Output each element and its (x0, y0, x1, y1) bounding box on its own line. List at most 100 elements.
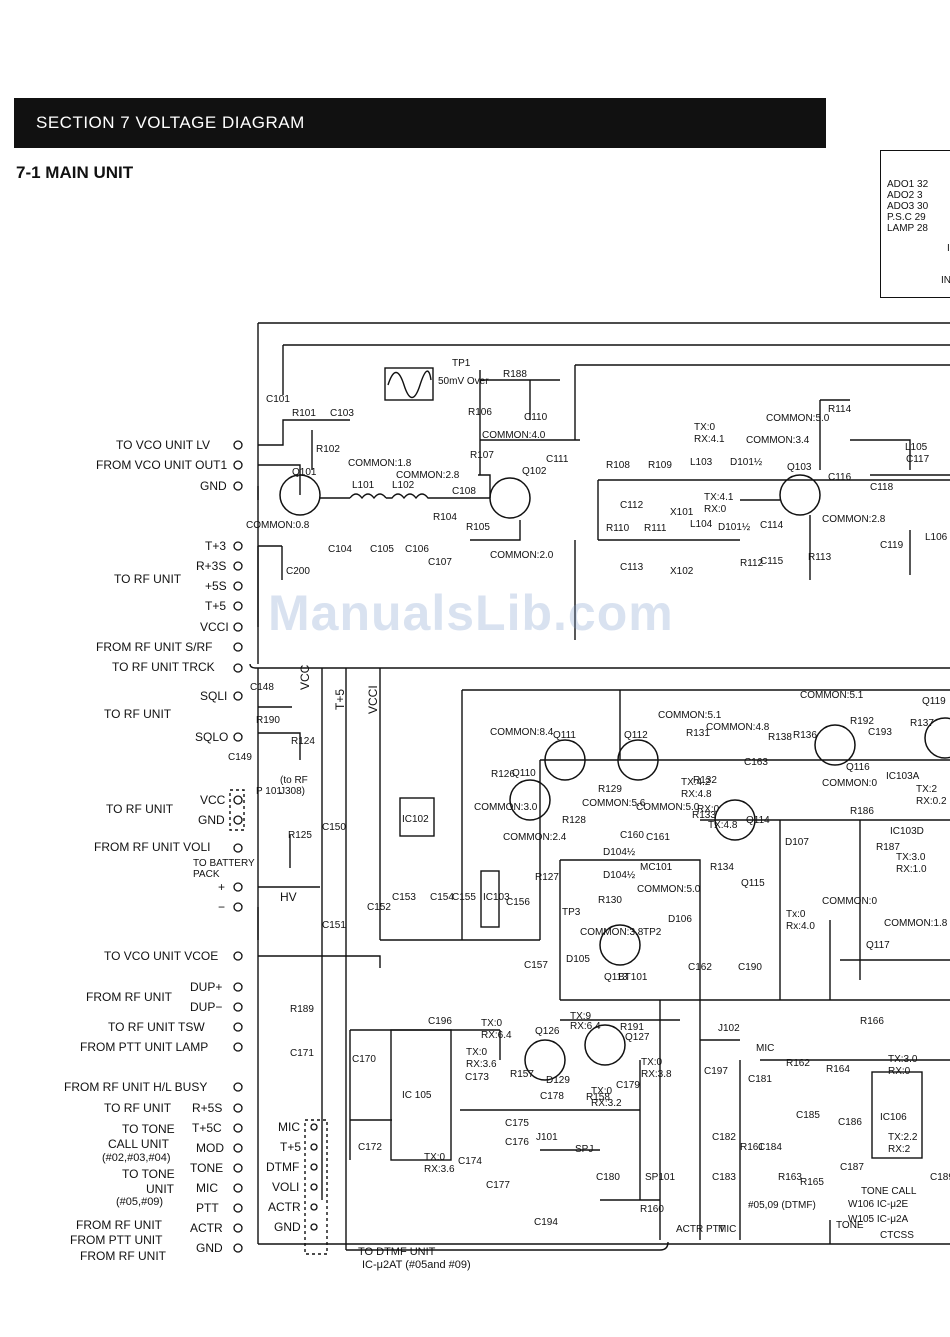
label-ic103a: IC103A (886, 771, 920, 782)
legend-line: ADO2 3 (887, 190, 923, 201)
voltage-r129-common: COMMON:5.6 (582, 798, 646, 809)
label-r102: R102 (316, 444, 340, 455)
label-q103: Q103 (787, 462, 812, 473)
connector-hv: HV (280, 890, 297, 904)
label-r162: R162 (786, 1058, 810, 1069)
label-l102: L102 (392, 480, 415, 491)
voltage-c173-rx: RX:3.6 (466, 1059, 497, 1070)
label-r160: R160 (640, 1204, 664, 1215)
voltage-annotations: 50mV Over COMMON:0.8 COMMON:1.8 COMMON:2… (246, 376, 948, 1175)
label-c113: C113 (620, 562, 644, 573)
label-w106: W106 IC-μ2E (848, 1199, 909, 1210)
label-q127: Q127 (625, 1032, 650, 1043)
label-c110: C110 (524, 412, 548, 423)
label-c156: C156 (506, 897, 530, 908)
connector-voli: FROM RF UNIT VOLI (94, 840, 211, 854)
label-c184: C184 (758, 1142, 782, 1153)
label-ic103d: IC103D (890, 826, 924, 837)
voltage-l103-tx: TX:0 (694, 422, 716, 433)
label-r128: R128 (562, 815, 586, 826)
label-j102: J102 (718, 1023, 740, 1034)
label-c107: C107 (428, 557, 452, 568)
connector-busy: FROM RF UNIT H/L BUSY (64, 1080, 208, 1094)
connector-vcc: VCC (200, 793, 226, 807)
voltage-q103-common34: COMMON:3.4 (746, 435, 810, 446)
transistor-q112 (617, 739, 659, 781)
voltage-ic106-tx30: TX:3.0 (888, 1054, 918, 1065)
label-c104: C104 (328, 544, 352, 555)
label-r114: R114 (828, 404, 852, 415)
label-c194: C194 (534, 1217, 558, 1228)
voltage-ic106-rx0: RX:0 (888, 1066, 911, 1077)
subsection-title: 7-1 MAIN UNIT (16, 163, 134, 182)
label-c193: C193 (868, 727, 892, 738)
label-c182: C182 (712, 1132, 736, 1143)
connector-t3: T+3 (205, 539, 227, 553)
label-c172: C172 (358, 1142, 382, 1153)
label-mc101: MC101 (640, 862, 673, 873)
voltage-x-tx: TX:4.1 (704, 492, 734, 503)
voltage-q114-rx0: RX:0 (697, 804, 720, 815)
label-c154: C154 (430, 892, 454, 903)
label-c155: C155 (452, 892, 476, 903)
label-r163: R163 (778, 1172, 802, 1183)
legend-line: P.S.C 29 (887, 212, 926, 223)
voltage-l101-common: COMMON:1.8 (348, 458, 412, 469)
connector-sqlo: SQLO (195, 730, 229, 744)
corner-legend-box: ADO1 32 ADO2 3 ADO3 30 P.S.C 29 LAMP 28 … (880, 150, 950, 298)
label-c148: C148 (250, 682, 274, 693)
connector-trck: TO RF UNIT TRCK (112, 660, 215, 674)
label-c170: C170 (352, 1054, 376, 1065)
connector-from-rf-unit-a: FROM RF UNIT (76, 1218, 162, 1232)
transistor-q102 (489, 477, 531, 519)
voltage-q111-common: COMMON:8.4 (490, 727, 554, 738)
label-r124: R124 (291, 736, 315, 747)
voltage-q126-tx: TX:0 (481, 1018, 503, 1029)
label-c152: C152 (367, 902, 391, 913)
label-c190: C190 (738, 962, 762, 973)
label-r111: R111 (644, 523, 667, 534)
connector-t5: T+5 (205, 599, 227, 613)
connector-vcoe: TO VCO UNIT VCOE (104, 949, 219, 963)
terminals (233, 440, 318, 1253)
label-c112: C112 (620, 500, 644, 511)
label-c103: C103 (330, 408, 354, 419)
label-ctcss: CTCSS (880, 1230, 914, 1241)
label-r125: R125 (288, 830, 312, 841)
connector-group-to-rf-unit-1: TO RF UNIT (114, 572, 182, 586)
voltage-q103-common28: COMMON:2.8 (822, 514, 886, 525)
jack-mic: MIC (278, 1120, 300, 1134)
label-r161: R161 (740, 1142, 764, 1153)
label-r106: R106 (468, 407, 492, 418)
label-ic102: IC102 (402, 814, 429, 825)
transistors (279, 474, 950, 1081)
voltage-q114-rx: RX:4.8 (681, 789, 712, 800)
legend-line: ADO3 30 (887, 201, 929, 212)
connector-vcci: VCCI (200, 620, 229, 634)
label-c176: C176 (505, 1137, 529, 1148)
label-c183: C183 (712, 1172, 736, 1183)
label-c118: C118 (870, 482, 894, 493)
connector-mod: MOD (196, 1141, 224, 1155)
label-c179: C179 (616, 1080, 640, 1091)
voltage-d104-common: COMMON:5.0 (637, 884, 701, 895)
label-q110: Q110 (512, 768, 536, 779)
label-c173: C173 (465, 1072, 489, 1083)
transistor-q116 (814, 724, 856, 766)
label-c196: C196 (428, 1016, 452, 1027)
label-r109: R109 (648, 460, 672, 471)
label-d129: D129 (546, 1075, 570, 1086)
voltage-l103-rx: RX:4.1 (694, 434, 725, 445)
label-c114: C114 (760, 520, 784, 531)
label-c185: C185 (796, 1110, 820, 1121)
voltage-q116-common: COMMON:5.1 (800, 690, 864, 701)
transistor-q103 (779, 474, 821, 516)
label-q116: Q116 (846, 762, 870, 773)
transistor-q110 (509, 779, 551, 821)
label-q115: Q115 (741, 878, 765, 889)
watermark: ManualsLib.com (268, 585, 674, 641)
voltage-q114-tx48: TX:4.8 (708, 820, 738, 831)
connector-from-ptt-unit: FROM PTT UNIT (70, 1233, 163, 1247)
label-ic105: IC 105 (402, 1090, 432, 1101)
voltage-c179-tx: TX:0 (641, 1057, 663, 1068)
